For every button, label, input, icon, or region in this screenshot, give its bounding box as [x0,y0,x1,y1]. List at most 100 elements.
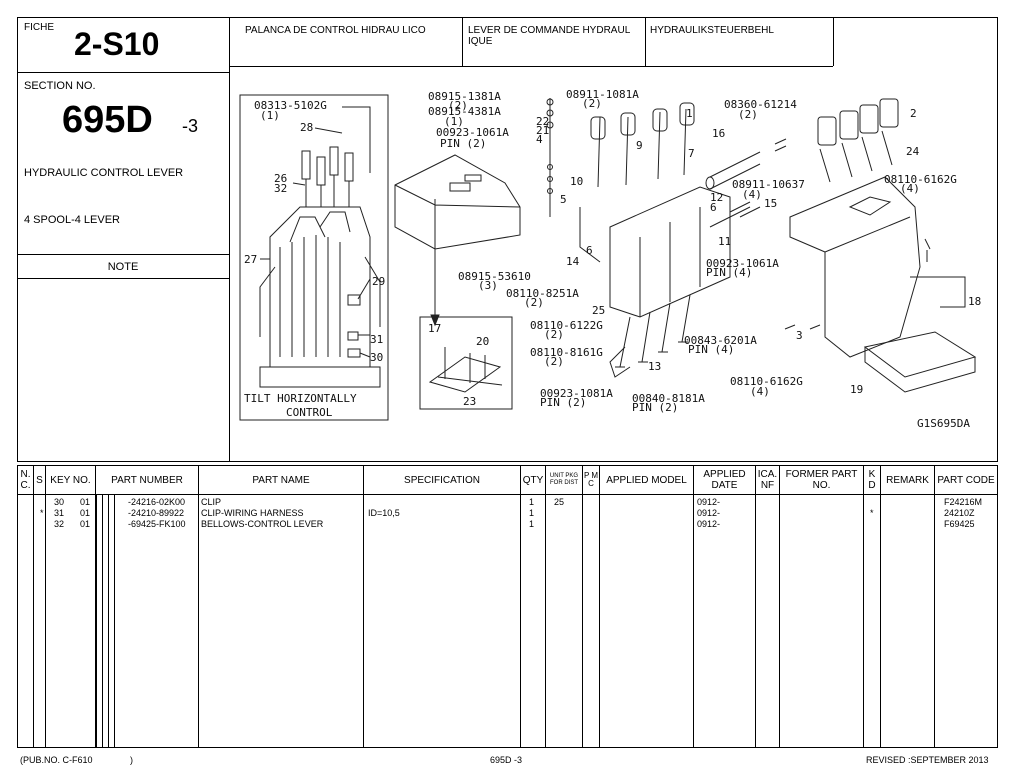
page-subtitle: 4 SPOOL-4 LEVER [24,214,120,226]
col-rule [881,494,935,747]
callout-label: (4) [900,182,920,195]
col-header-nc: N. C. [18,466,34,494]
cell-sub: 01 [80,508,91,518]
cell-part-number: -24210-89922 [128,508,185,518]
callout-label: (2) [738,108,758,121]
callout-label: 08915-53610 [458,270,531,283]
col-rule [600,494,694,747]
callout-label: 16 [712,127,725,140]
inset-caption-line-2: CONTROL [286,406,333,419]
control-lever-assembly [579,102,751,378]
callout-label: 15 [764,197,777,210]
cell-date: 0912- [697,508,721,518]
callout-label: 2 [910,107,917,120]
panel-cover-illustration [394,154,521,250]
cell-code: F24216M [944,497,983,507]
callout-label: 08360-61214 [724,98,797,111]
parts-table: N. C. S KEY NO. PART NUMBER PART NAME SP… [17,465,998,748]
callout-label: 1 [686,107,693,120]
callout-label: (2) [582,97,602,110]
callout-label: 00840-8181A [632,392,705,405]
callout-label: 08110-6162G [730,375,803,388]
diagram-code: G1S695DA [917,417,970,430]
tilt-control-illustration [428,347,503,393]
cell-date: 0912- [697,497,721,507]
callout-label: (3) [478,279,498,292]
col-rule [694,494,756,747]
title-german: HYDRAULIKSTEUERBEHL [650,25,774,36]
cell-sub: 01 [80,519,91,529]
callout-label: 6 [710,201,717,214]
fiche-label: FICHE [24,22,54,33]
title-spanish: PALANCA DE CONTROL HIDRAU LICO [245,25,426,36]
col-rule [108,494,109,747]
col-header-applied-date: APPLIED DATE [694,466,756,494]
section-suffix: -3 [182,116,199,136]
callout-label: PIN (2) [440,137,486,150]
callout-label: 23 [463,395,476,408]
callout-label: 08110-8161G [530,346,603,359]
header-divider [18,494,997,495]
col-header-key-no: KEY NO. [46,466,96,494]
footer-revised: REVISED :SEPTEMBER 2013 [866,755,989,765]
lang-divider-3 [833,17,834,66]
callout-label: (1) [444,115,464,128]
callout-label: 14 [566,255,580,268]
cell-part-number: -24216-02K00 [128,497,186,507]
cell-key: 32 [54,519,65,529]
callout-label: 11 [718,235,731,248]
col-rule [96,494,199,747]
cell-code: 24210Z [944,508,975,518]
callout-label: 00843-6201A [684,334,757,347]
page-title: HYDRAULIC CONTROL LEVER [24,167,184,179]
cell-key: 30 [54,497,65,507]
col-header-ica-nf: ICA. NF [756,466,780,494]
col-rule [756,494,780,747]
callout-label: 5 [560,193,567,206]
callout-label: 00923-1061A [706,257,779,270]
callout-label: 31 [370,333,383,346]
callout-label: 4 [536,133,543,146]
callout-label: 21 [536,124,549,137]
callout-label: 08110-6162G [884,173,957,186]
callout-label: 08110-8251A [506,287,579,300]
callout-label: PIN (4) [688,343,734,356]
cell-part-number: -69425-FK100 [128,519,186,529]
cell-qty: 1 [529,519,535,529]
col-header-remark: REMARK [881,466,935,494]
callout-label: 6 [586,244,593,257]
callout-label: 25 [592,304,605,317]
section-value: 695D [62,99,153,141]
cell-qty: 1 [529,497,535,507]
fiche-divider [17,72,229,73]
col-header-qty: QTY [521,466,546,494]
col-header-applied-model: APPLIED MODEL [600,466,694,494]
col-rule [114,494,115,747]
col-rule [102,494,103,747]
callout-label: (2) [544,328,564,341]
callout-label: PIN (2) [540,396,586,409]
callout-label: 10 [570,175,583,188]
inset-caption-line-1: TILT HORIZONTALLY [244,392,357,405]
callout-label: 9 [636,139,643,152]
callout-label: 26 [274,172,287,185]
col-rule [780,494,864,747]
col-header-part-name: PART NAME [199,466,364,494]
cell-date: 0912- [697,519,721,529]
col-rule [34,494,46,747]
callout-label: (4) [750,385,770,398]
cell-spec: ID=10,5 [368,508,400,518]
callout-label: PIN (2) [632,401,678,414]
bellows-housing-illustration [789,98,977,393]
cell-key: 31 [54,508,65,518]
callout-label: 19 [850,383,863,396]
col-rule [364,494,521,747]
callout-label: 18 [968,295,981,308]
callout-label: PIN (4) [706,266,752,279]
cell-part-name: BELLOWS-CONTROL LEVER [201,519,324,529]
callout-label: 08915-4381A [428,105,501,118]
lang-divider-1 [462,17,463,66]
callout-label: 00923-1081A [540,387,613,400]
callout-label: 08110-6122G [530,319,603,332]
